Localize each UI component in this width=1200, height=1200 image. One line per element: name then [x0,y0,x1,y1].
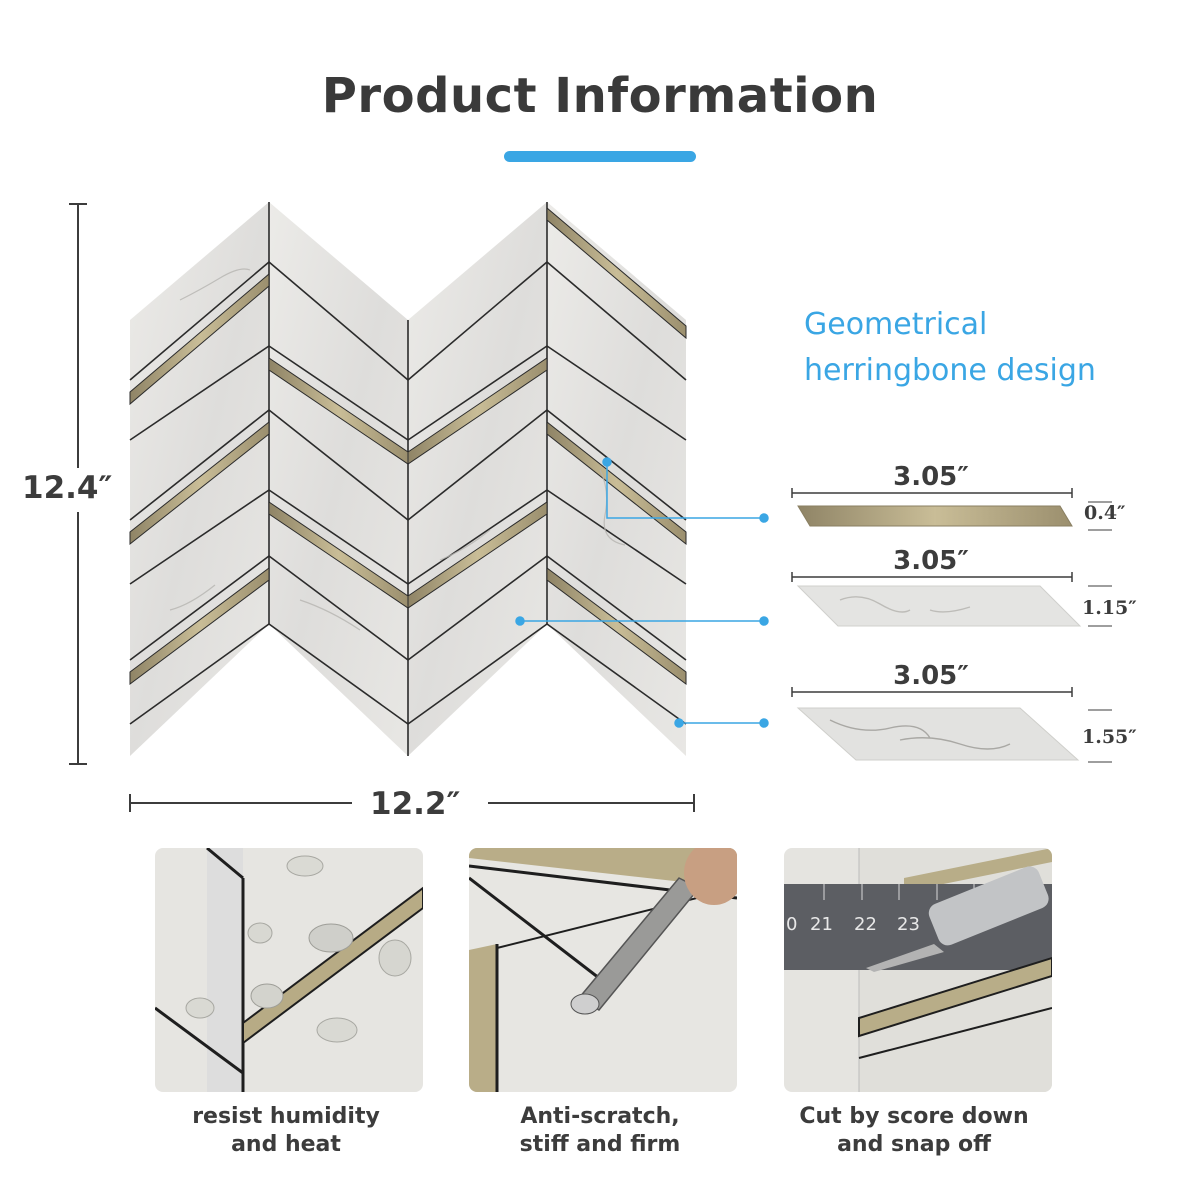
page-title: Product Information [321,68,879,124]
piece-3-width: 1.55″ [1082,726,1137,748]
design-note: Geometrical herringbone design [804,302,1096,394]
piece-tile-large [791,687,1112,763]
key-scratch-icon [469,848,737,1092]
piece-2-width: 1.15″ [1082,597,1137,619]
tile-sheet-illustration [69,202,1112,812]
feature-1-caption: resist humidity and heat [136,1103,436,1159]
height-label: 12.4″ [22,470,113,506]
piece-tile-medium [791,572,1112,627]
water-droplets-icon [155,848,423,1092]
design-note-line2: herringbone design [804,353,1096,388]
feature-3-line1: Cut by score down [799,1104,1029,1129]
feature-2-caption: Anti-scratch, stiff and firm [450,1103,750,1159]
herringbone-tile-sheet [129,202,687,756]
piece-metal-strip [791,488,1112,531]
feature-2-line1: Anti-scratch, [520,1104,680,1129]
piece-3-length: 3.05″ [893,661,969,691]
title-underline [504,151,696,162]
ruler-knife-icon: 0 21 22 23 2 [784,848,1052,1092]
piece-1-length: 3.05″ [893,462,969,492]
piece-2-length: 3.05″ [893,546,969,576]
feature-1-line2: and heat [231,1132,341,1157]
feature-2-line2: stiff and firm [519,1132,681,1157]
callout-lines [515,457,769,728]
feature-3-line2: and snap off [837,1132,991,1157]
ruler-number-21: 21 [810,914,833,935]
width-label: 12.2″ [370,786,461,822]
ruler-number-0: 0 [786,914,797,935]
design-note-line1: Geometrical [804,307,988,342]
ruler-number-23: 23 [897,914,920,935]
feature-1-line1: resist humidity [192,1104,380,1129]
width-dimension-line [129,794,695,812]
ruler-number-22: 22 [854,914,877,935]
feature-3-caption: Cut by score down and snap off [764,1103,1064,1159]
height-dimension-line [69,203,87,765]
piece-1-width: 0.4″ [1084,502,1126,524]
